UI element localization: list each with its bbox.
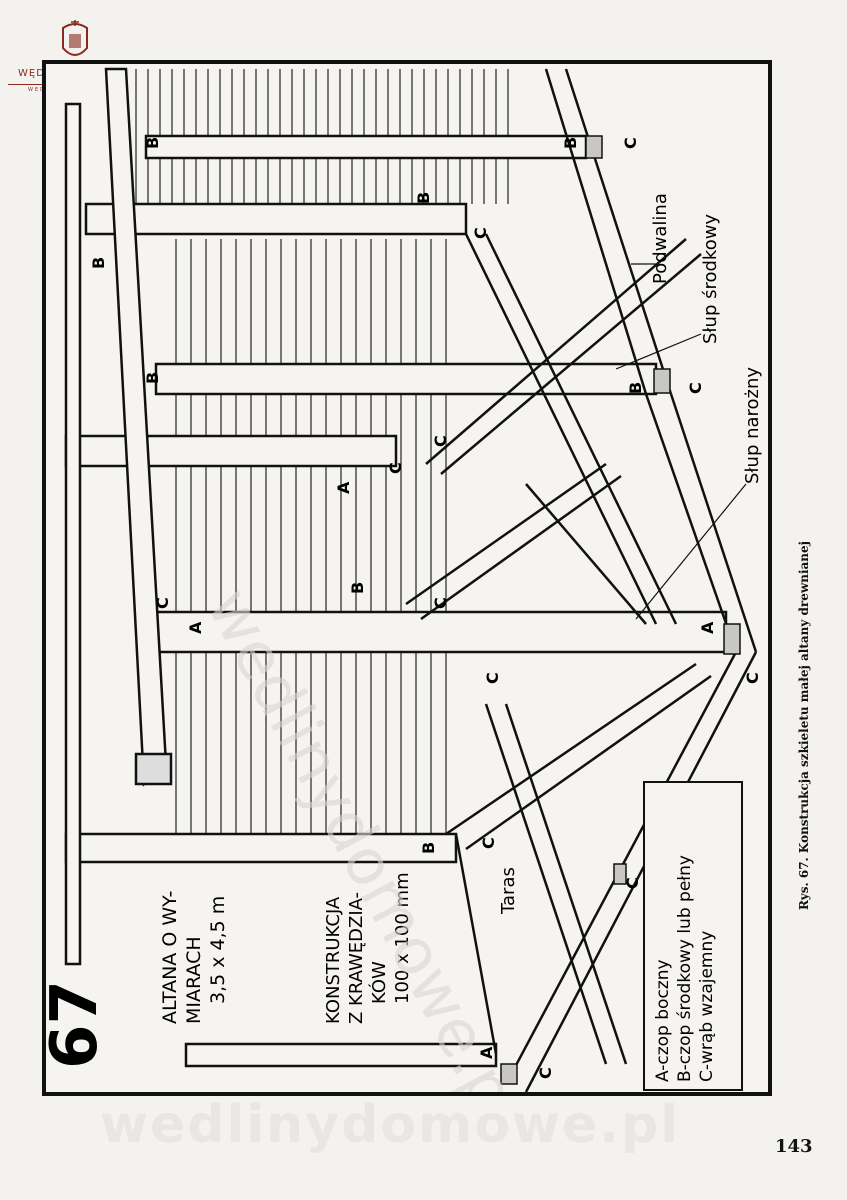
beam-corner [154,610,728,654]
beam-bottom [184,1042,498,1068]
rafters [64,67,173,966]
beam-middle [154,362,658,396]
page-number: 143 [775,1136,813,1157]
figure-caption: Rys. 67. Konstrukcja szkieletu małej alt… [797,541,811,910]
end-grain [500,135,741,1085]
beam-6 [64,832,458,864]
crest-icon [62,20,88,56]
beams [64,134,728,1068]
beam-top [144,134,588,160]
beam-2 [84,202,468,236]
gazebo-drawing [64,67,758,1092]
watermark-bottom: wedlinydomowe.pl [100,1095,681,1155]
figure-frame: 67 ALTANA O WY- MIARACH 3,5 x 4,5 m KONS… [42,60,772,1096]
leader-lines [615,263,747,620]
beam-4 [64,434,398,468]
